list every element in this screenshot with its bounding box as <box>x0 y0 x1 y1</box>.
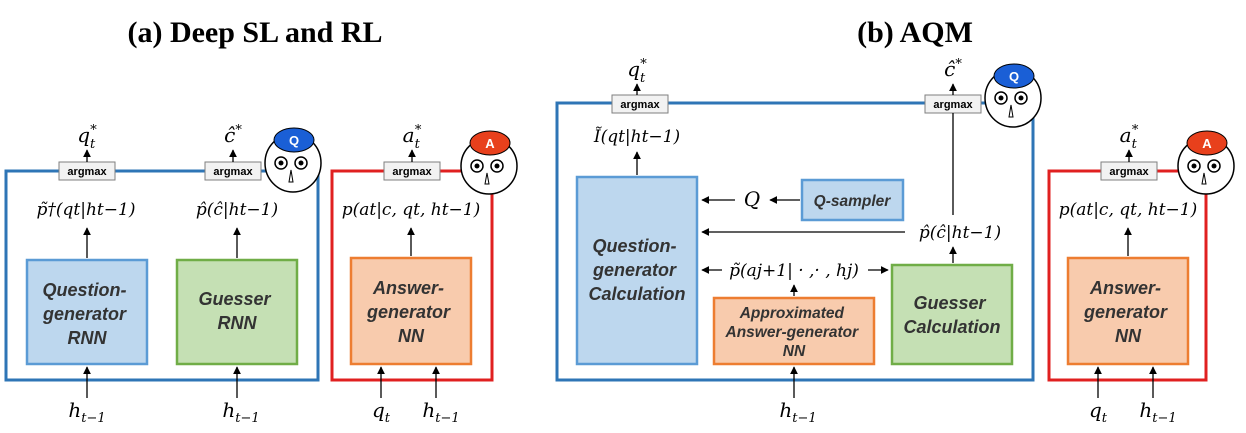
panel-a-a-badge: A <box>485 136 495 151</box>
panel-b-input-answer-h: ht−1 <box>1139 398 1176 426</box>
panel-a-questioner-frame <box>4 169 320 382</box>
panel-b-guess-output: ĉ* <box>944 57 962 81</box>
label-line: Approximated <box>739 305 845 322</box>
panel-b-argmax-answer: argmax <box>1100 161 1158 181</box>
panel-a-argmax-mid: argmax <box>204 161 262 181</box>
label-line: generator <box>592 260 677 280</box>
panel-a-input-mid: ht−1 <box>222 398 259 426</box>
svg-text:Guesser RNN: Guesser RNN <box>198 289 275 333</box>
label-line: Calculation <box>903 317 1000 337</box>
panel-a-title: (a) Deep SL and RL <box>127 16 382 49</box>
panel-b-question-generator-box: Question- generator Calculation <box>575 175 699 366</box>
panel-b-approx-dist: p̃(aj+1| · ,· , hj) <box>729 261 859 281</box>
label-line: Guesser <box>913 293 986 313</box>
label-line: Question- <box>42 280 126 300</box>
label-line: Answer- <box>1089 278 1161 298</box>
panel-a-answerer-robot-icon: A <box>460 130 518 195</box>
label-line: generator <box>1083 302 1168 322</box>
panel-b-guess-dist: p̂(ĉ|ht−1) <box>919 223 1001 243</box>
svg-text:Q-sampler: Q-sampler <box>814 193 892 210</box>
panel-b-answer-dist: p(at|c, qt, ht−1) <box>1059 200 1198 220</box>
panel-a-input-left: ht−1 <box>68 398 105 426</box>
label-line: NN <box>398 326 425 346</box>
label-line: generator <box>42 304 127 324</box>
panel-b-argmax-right: argmax <box>924 94 982 114</box>
panel-a-guess-output: ĉ* <box>224 123 242 147</box>
panel-a-input-answer-h: ht−1 <box>422 398 459 426</box>
panel-a-argmax-answer: argmax <box>383 161 441 181</box>
panel-a-input-answer-q: qt <box>372 398 391 426</box>
svg-text:argmax: argmax <box>67 166 107 178</box>
svg-text:Question- generator: Question- generator RNN <box>42 280 132 348</box>
panel-b-input-bottom: ht−1 <box>779 398 816 426</box>
panel-b-argmax-left: argmax <box>611 94 669 114</box>
svg-text:argmax: argmax <box>933 99 973 111</box>
svg-text:Approximated Answer-gene: Approximated Answer-generator NN <box>725 305 863 360</box>
svg-text:Guesser Calculation: Guesser Calculation <box>903 293 1000 337</box>
label-line: RNN <box>68 328 108 348</box>
panel-a-question-generator-box: Question- generator RNN <box>25 258 149 366</box>
panel-a-answer-output: at* <box>403 123 422 152</box>
svg-text:argmax: argmax <box>1109 166 1149 178</box>
panel-b-guesser-box: Guesser Calculation <box>890 263 1014 366</box>
panel-b-q-symbol: Q <box>744 187 760 211</box>
panel-b-answer-output: at* <box>1120 123 1139 152</box>
svg-text:Answer- generator: Answer- generator NN <box>1083 278 1172 346</box>
panel-a-argmax-left: argmax <box>58 161 116 181</box>
panel-b-questioner-robot-icon: Q <box>984 63 1042 128</box>
label-line: NN <box>1115 326 1142 346</box>
panel-a-answer-generator-box: Answer- generator NN <box>349 256 473 366</box>
label-line: NN <box>783 343 806 360</box>
panel-a-guesser-box: Guesser RNN <box>175 258 299 366</box>
label-line: Question- <box>592 236 676 256</box>
panel-b-approx-answer-box: Approximated Answer-generator NN <box>712 296 876 366</box>
svg-text:argmax: argmax <box>213 166 253 178</box>
panel-b-info-gain: Ĩ(qt|ht−1) <box>593 126 680 147</box>
panel-b-a-badge: A <box>1202 136 1212 151</box>
label-line: Answer-generator <box>725 324 860 341</box>
panel-a-answer-dist: p(at|c, qt, ht−1) <box>342 200 481 220</box>
panel-a-question-dist: p̃†(qt|ht−1) <box>37 200 136 220</box>
label-line: generator <box>366 302 451 322</box>
svg-text:argmax: argmax <box>392 166 432 178</box>
label-line: Guesser <box>198 289 271 309</box>
panel-b-q-badge: Q <box>1009 69 1019 84</box>
panel-b-questioner-frame <box>555 101 1035 382</box>
panel-a-question-output: qt* <box>77 123 97 152</box>
svg-text:Answer- generator: Answer- generator NN <box>366 278 455 346</box>
panel-b-answer-generator-box: Answer- generator NN <box>1066 256 1190 366</box>
panel-b-q-sampler-box: Q-sampler <box>800 178 905 222</box>
panel-b-answerer-robot-icon: A <box>1177 130 1235 195</box>
svg-text:argmax: argmax <box>620 99 660 111</box>
panel-b-title: (b) AQM <box>857 16 973 49</box>
panel-a-q-badge: Q <box>289 133 299 148</box>
label-line: Answer- <box>372 278 444 298</box>
label-line: Calculation <box>588 284 685 304</box>
label-line: RNN <box>218 313 258 333</box>
panel-b-question-output: qt* <box>627 57 647 86</box>
panel-a-questioner-robot-icon: Q <box>264 127 322 193</box>
panel-b-input-answer-q: qt <box>1089 398 1108 426</box>
panel-a-guess-dist: p̂(ĉ|ht−1) <box>196 200 278 220</box>
svg-text:Question- generator: Question- generator Calculation <box>588 236 685 304</box>
